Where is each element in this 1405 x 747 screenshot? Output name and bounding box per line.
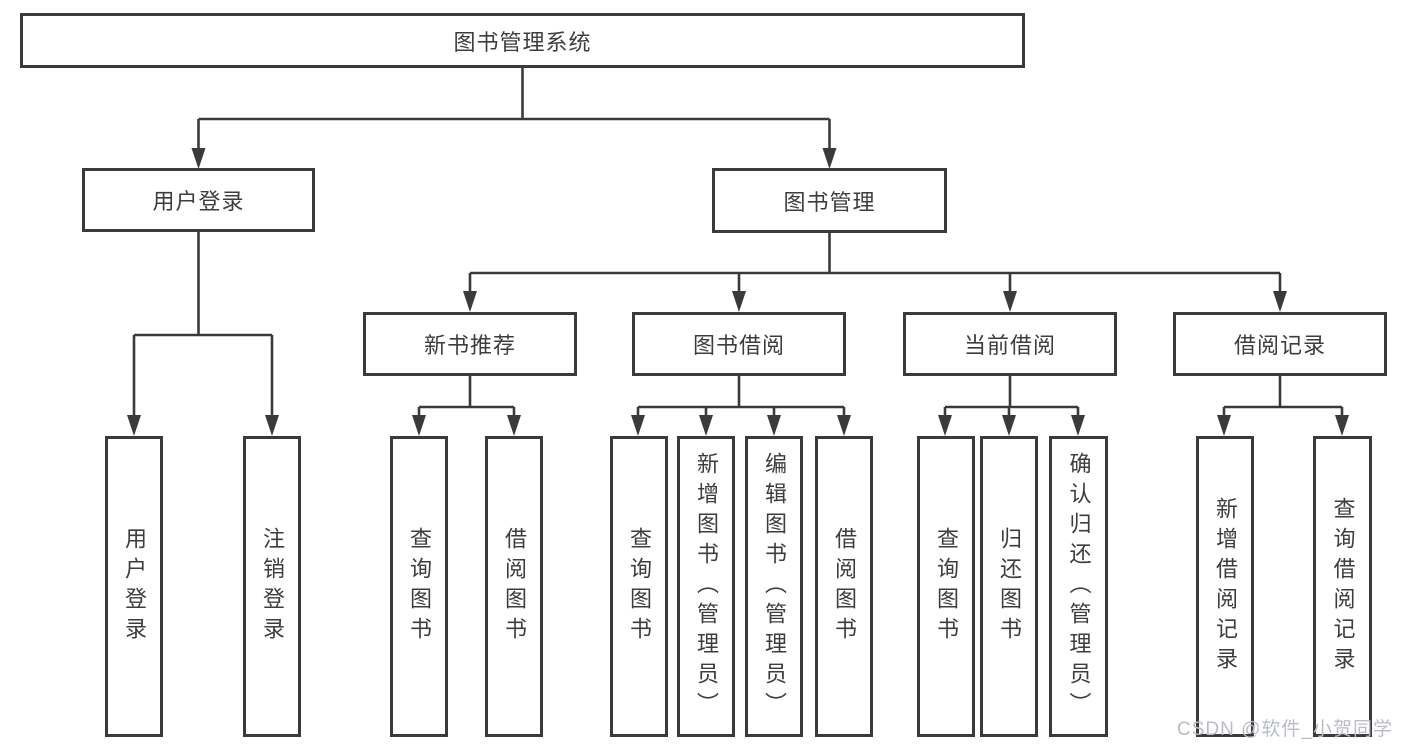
- node-borrowing-query-books: 查询图书: [610, 436, 668, 737]
- node-borrowing-edit-books-admin: 编辑图书︵管理员︶: [745, 436, 803, 737]
- node-borrowing-add-books-admin: 新增图书︵管理员︶: [677, 436, 735, 737]
- node-book-management: 图书管理: [712, 168, 947, 233]
- node-user-login: 用户登录: [82, 168, 315, 232]
- node-records-add-record: 新增借阅记录: [1196, 436, 1254, 737]
- node-library-system: 图书管理系统: [20, 13, 1025, 68]
- node-recommend-query-books: 查询图书: [390, 436, 448, 737]
- node-records-query-record: 查询借阅记录: [1313, 436, 1372, 737]
- watermark: CSDN @软件_小贺同学: [1177, 719, 1393, 740]
- node-recommend-borrow-books: 借阅图书: [485, 436, 543, 737]
- node-book-borrowing: 图书借阅: [632, 312, 846, 376]
- node-current-query-books: 查询图书: [917, 436, 975, 737]
- node-borrowing-borrow-books: 借阅图书: [815, 436, 873, 737]
- node-new-book-recommendation: 新书推荐: [363, 312, 577, 376]
- node-current-borrowing: 当前借阅: [903, 312, 1117, 376]
- node-current-confirm-return-admin: 确认归还︵管理员︶: [1049, 436, 1108, 737]
- arrowheads: [127, 148, 1349, 436]
- node-borrowing-records: 借阅记录: [1173, 312, 1387, 376]
- node-current-return-books: 归还图书: [980, 436, 1038, 737]
- node-login: 用户登录: [105, 436, 163, 737]
- node-logout: 注销登录: [243, 436, 301, 737]
